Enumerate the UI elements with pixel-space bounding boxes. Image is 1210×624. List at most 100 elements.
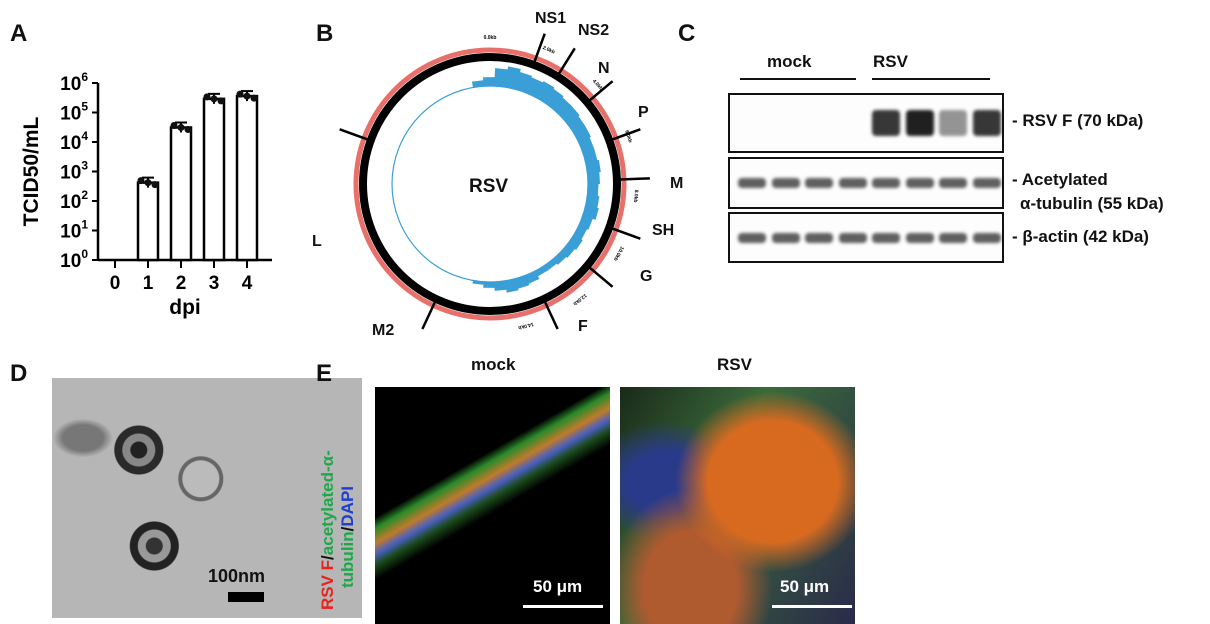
blot-band — [939, 110, 967, 136]
blot-band — [905, 110, 934, 136]
blot-band — [838, 232, 867, 243]
gene-label-f: F — [578, 318, 588, 335]
if-label-mock: mock — [471, 355, 516, 374]
gene-leader-line — [586, 264, 614, 288]
if-scale-bar-mock — [523, 605, 603, 608]
panel-label-c: C — [678, 20, 696, 47]
data-point — [170, 122, 178, 130]
y-tick-exponent: 0 — [81, 247, 88, 261]
y-tick-label: 105 — [60, 100, 88, 125]
gene-label-g: G — [640, 268, 653, 285]
blot-band — [771, 178, 800, 188]
data-point — [217, 97, 225, 105]
em-scale-bar — [228, 592, 264, 602]
gene-leader-line — [421, 298, 438, 330]
if-label-rsv: RSV — [717, 355, 752, 374]
panel-label-b: B — [316, 20, 334, 47]
blot-band — [838, 178, 867, 188]
blot-band — [972, 110, 1001, 136]
data-point — [177, 124, 185, 132]
if-stain-legend: RSV F/acetylated-α- tubulin/DAPI — [318, 450, 358, 610]
group-bar-rsv — [872, 78, 990, 80]
y-axis-label: TCID50/mL — [20, 116, 43, 226]
gene-leader-line — [556, 47, 576, 77]
blot-band — [905, 232, 934, 243]
data-point — [151, 181, 159, 189]
data-point — [210, 95, 218, 103]
legend-sep: / — [338, 526, 357, 532]
legend-tubulin-2: tubulin — [338, 531, 357, 588]
x-axis-label: dpi — [169, 296, 201, 319]
scale-tick-label: 14.0kb — [518, 321, 535, 331]
y-tick-exponent: 4 — [81, 129, 88, 143]
blot-beta-actin — [728, 212, 1004, 263]
y-tick-exponent: 5 — [81, 100, 88, 114]
x-tick-label: 4 — [242, 273, 253, 294]
blot-band — [872, 178, 900, 188]
blot-band — [805, 178, 833, 188]
y-tick-exponent: 1 — [81, 218, 88, 232]
blot-band — [972, 232, 1001, 243]
gene-ring — [359, 53, 621, 315]
gene-label-ns1: NS1 — [535, 10, 567, 27]
group-label-mock: mock — [767, 52, 812, 71]
y-tick-label: 101 — [60, 218, 88, 243]
gene-label-m: M — [670, 175, 684, 192]
gene-leader-line — [532, 33, 546, 66]
blot-label-actin: - β-actin (42 kDa) — [1012, 227, 1149, 246]
blot-band — [738, 232, 766, 243]
data-point — [184, 126, 192, 134]
y-tick-label: 106 — [60, 70, 88, 95]
blot-rsv-f — [728, 93, 1004, 153]
data-point — [137, 177, 145, 185]
scale-tick-label: 2.0kb — [542, 45, 556, 56]
gene-label-m2: M2 — [372, 322, 395, 339]
blot-band — [805, 232, 833, 243]
y-tick-exponent: 6 — [81, 70, 88, 84]
blot-band — [872, 232, 900, 243]
blot-band — [939, 232, 967, 243]
gene-leader-line — [542, 298, 559, 330]
y-tick-label: 102 — [60, 188, 88, 213]
if-image-mock: 50 μm — [375, 387, 610, 624]
y-tick-label: 104 — [60, 129, 88, 154]
data-point — [236, 90, 244, 98]
blot-band — [771, 232, 800, 243]
gene-label-l: L — [312, 233, 322, 250]
blot-label-rsv-f: - RSV F (70 kDa) — [1012, 111, 1144, 130]
y-tick-label: 103 — [60, 159, 88, 184]
x-tick-label: 2 — [176, 273, 187, 294]
panel-label-e: E — [316, 360, 333, 387]
if-image-rsv: 50 μm — [620, 387, 855, 624]
scale-tick-label: 10.0kb — [612, 245, 625, 262]
data-point — [203, 93, 211, 101]
gene-leader-line — [608, 128, 641, 142]
coverage-track — [471, 66, 601, 293]
bar — [235, 94, 259, 262]
y-tick-exponent: 2 — [81, 188, 88, 202]
gene-label-sh: SH — [652, 222, 675, 239]
legend-dapi: DAPI — [338, 485, 357, 527]
scale-tick-label: 12.0kb — [572, 292, 588, 306]
blot-label-tubulin: α-tubulin (55 kDa) — [1020, 194, 1164, 213]
blot-band — [972, 178, 1001, 188]
x-tick-label: 3 — [209, 273, 220, 294]
legend-sep: / — [318, 555, 337, 560]
blot-band — [939, 178, 967, 188]
data-point — [144, 179, 152, 187]
bar — [136, 181, 160, 262]
bar — [202, 97, 226, 262]
if-scale-bar-rsv — [772, 605, 852, 608]
group-bar-mock — [740, 78, 856, 80]
if-scale-label-rsv: 50 μm — [780, 577, 830, 596]
x-tick-label: 0 — [110, 273, 121, 294]
scale-tick-label: 6.0kb — [623, 130, 633, 144]
legend-rsvf: RSV F — [318, 559, 337, 610]
genome-center-label: RSV — [469, 176, 509, 197]
outer-ring — [353, 47, 627, 321]
legend-tubulin-1: acetylated-α- — [318, 450, 337, 556]
bar — [169, 126, 193, 262]
gene-leader-line — [608, 226, 641, 240]
panel-label-a: A — [10, 20, 28, 47]
